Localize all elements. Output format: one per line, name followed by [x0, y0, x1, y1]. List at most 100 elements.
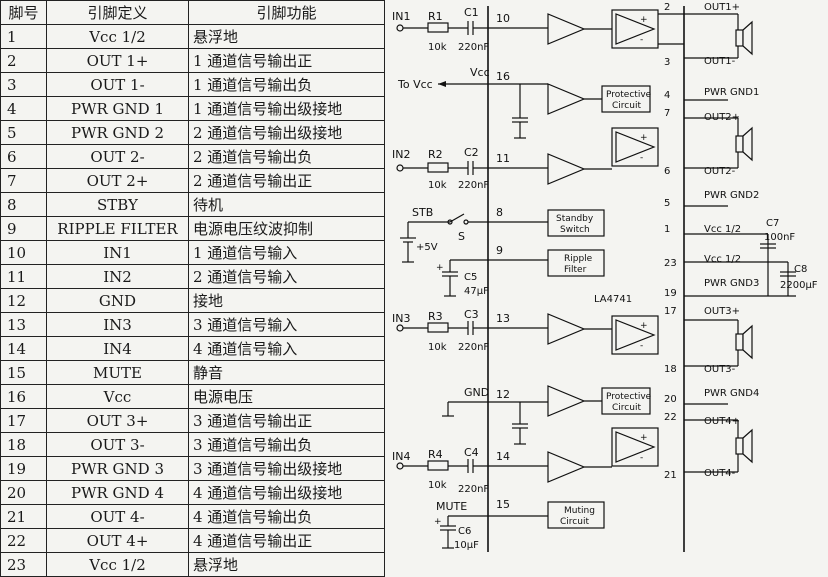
- pin-number-cell: 15: [0, 360, 47, 385]
- plus-5v-label: +5V: [416, 242, 438, 253]
- pin-number-cell: 9: [0, 216, 47, 241]
- svg-text:1: 1: [664, 224, 670, 235]
- svg-text:Filter: Filter: [564, 265, 587, 275]
- pin-function-cell: 2 通道信号输出负: [188, 144, 385, 169]
- mute-label: MUTE: [436, 500, 467, 513]
- svg-text:4: 4: [664, 90, 670, 101]
- r3-label: R3: [428, 310, 443, 323]
- c5-value: 47μF: [464, 286, 489, 297]
- pin-definition-cell: OUT 3+: [46, 408, 189, 433]
- r1-label: R1: [428, 10, 443, 23]
- pin-number-cell: 3: [0, 72, 47, 97]
- pin-8: 8: [496, 206, 503, 219]
- pin-number-cell: 4: [0, 96, 47, 121]
- r3-value: 10k: [428, 342, 447, 353]
- svg-text:20: 20: [664, 394, 677, 405]
- pin-12: 12: [496, 388, 510, 401]
- svg-text:Circuit: Circuit: [560, 517, 589, 527]
- c6-label: C6: [458, 526, 471, 537]
- pwr-gnd4-label: PWR GND4: [704, 388, 759, 399]
- pin-number-cell: 1: [0, 24, 47, 49]
- pin-number-cell: 2: [0, 48, 47, 73]
- protective-circuit-2: [601, 387, 651, 415]
- pin-function-cell: 3 通道信号输出级接地: [188, 456, 385, 481]
- pin-function-cell: 1 通道信号输入: [188, 240, 385, 265]
- pin-definition-cell: IN3: [46, 312, 189, 337]
- vcc-label: Vcc: [470, 66, 490, 79]
- svg-text:Circuit: Circuit: [612, 403, 641, 413]
- pin-definition-cell: STBY: [46, 192, 189, 217]
- out3-minus-label: OUT3-: [704, 364, 736, 375]
- in4-label: IN4: [392, 450, 410, 463]
- pin-number-cell: 16: [0, 384, 47, 409]
- pin-definition-cell: PWR GND 2: [46, 120, 189, 145]
- pin-15: 15: [496, 498, 510, 511]
- c1-value: 220nF: [458, 42, 489, 53]
- c4-label: C4: [464, 446, 479, 459]
- svg-text:-: -: [640, 35, 643, 45]
- header-pin-number: 脚号: [0, 0, 47, 25]
- speaker-2: [735, 135, 744, 153]
- pin-function-cell: 2 通道信号输出正: [188, 168, 385, 193]
- pin-number-cell: 13: [0, 312, 47, 337]
- svg-text:Ripple: Ripple: [564, 254, 593, 264]
- pin-number-cell: 11: [0, 264, 47, 289]
- svg-text:-: -: [640, 153, 643, 163]
- pin-function-cell: 3 通道信号输入: [188, 312, 385, 337]
- pin-definition-cell: Vcc 1/2: [46, 24, 189, 49]
- out4-plus-label: OUT4+: [704, 416, 740, 427]
- c7-value: 100nF: [764, 232, 795, 243]
- svg-text:-: -: [640, 453, 643, 463]
- header-pin-definition: 引脚定义: [46, 0, 189, 25]
- pin-14: 14: [496, 450, 510, 463]
- chip-label: LA4741: [594, 294, 632, 305]
- c4-value: 220nF: [458, 484, 489, 495]
- pin-definition-cell: Vcc: [46, 384, 189, 409]
- pin-number-cell: 20: [0, 480, 47, 505]
- speaker-3: [735, 333, 744, 351]
- c7-label: C7: [766, 218, 779, 229]
- r2-label: R2: [428, 148, 443, 161]
- pin-11: 11: [496, 152, 510, 165]
- svg-text:Circuit: Circuit: [612, 101, 641, 111]
- speaker-1: [735, 29, 744, 47]
- pin-definition-cell: IN4: [46, 336, 189, 361]
- pin-function-cell: 2 通道信号输入: [188, 264, 385, 289]
- pin-function-cell: 静音: [188, 360, 385, 385]
- c8-value: 2200μF: [780, 280, 818, 291]
- out4-minus-label: OUT4-: [704, 468, 736, 479]
- pin-definition-cell: PWR GND 3: [46, 456, 189, 481]
- r1-value: 10k: [428, 42, 447, 53]
- pin-13: 13: [496, 312, 510, 325]
- stb-label: STB: [412, 206, 433, 219]
- svg-text:23: 23: [664, 258, 677, 269]
- svg-text:Protective: Protective: [606, 90, 652, 100]
- svg-text:-: -: [640, 341, 643, 351]
- pin-function-cell: 4 通道信号输入: [188, 336, 385, 361]
- table-header-row: 脚号 引脚定义 引脚功能: [0, 0, 385, 25]
- pin-definition-cell: PWR GND 1: [46, 96, 189, 121]
- pin-definition-cell: RIPPLE FILTER: [46, 216, 189, 241]
- pin-function-cell: 4 通道信号输出正: [188, 528, 385, 553]
- r2-value: 10k: [428, 180, 447, 191]
- out3-plus-label: OUT3+: [704, 306, 740, 317]
- ripple-filter-box: [547, 249, 605, 277]
- svg-text:Protective: Protective: [606, 392, 652, 402]
- pwr-gnd3-label: PWR GND3: [704, 278, 759, 289]
- speaker-4: [735, 437, 744, 455]
- pin-definition-cell: OUT 3-: [46, 432, 189, 457]
- pin-function-cell: 3 通道信号输出负: [188, 432, 385, 457]
- svg-text:7: 7: [664, 108, 670, 119]
- pin-number-cell: 12: [0, 288, 47, 313]
- pin-definition-cell: GND: [46, 288, 189, 313]
